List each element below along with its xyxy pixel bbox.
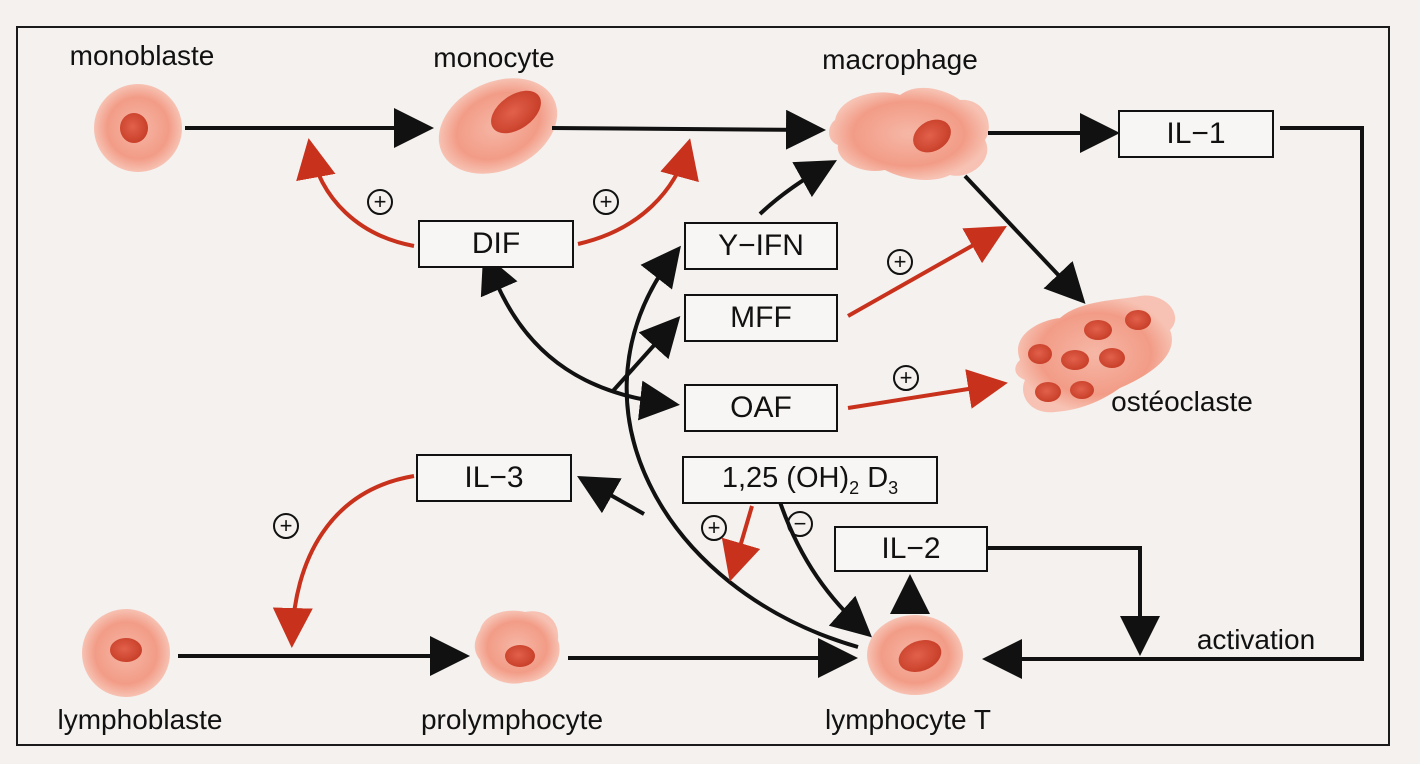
- box-il1: IL−1: [1118, 110, 1274, 158]
- label-lymphoblaste: lymphoblaste: [57, 704, 223, 735]
- label-activation: activation: [1196, 624, 1316, 655]
- label-monocyte: monocyte: [433, 42, 555, 73]
- red-arrow-dif-monocyte: [577, 138, 699, 246]
- arrow-il1-activation: [982, 126, 1364, 679]
- macrophage-cell: [829, 87, 989, 180]
- dif-label: DIF: [471, 227, 521, 260]
- gamma-ifn-label: Y−IFN: [718, 229, 804, 262]
- mff-label: MFF: [730, 301, 792, 334]
- oaf-label: OAF: [730, 391, 792, 424]
- box-mff: MFF: [684, 294, 838, 342]
- il1-label: IL−1: [1166, 117, 1226, 150]
- red-arrow-il3-lymphoblaste: [272, 474, 415, 648]
- plus-symbol-oaf: +: [893, 365, 919, 391]
- arrow-macrophage-osteoclaste: [963, 174, 1086, 304]
- plus-symbol-vitamin-d: +: [701, 515, 727, 541]
- il3-label: IL−3: [464, 461, 524, 494]
- prolymphocyte-cell: [474, 610, 560, 684]
- plus-symbol-mff: +: [887, 249, 913, 275]
- label-osteoclaste: ostéoclaste: [1111, 386, 1253, 417]
- il2-label: IL−2: [881, 532, 941, 565]
- label-monoblaste: monoblaste: [69, 40, 215, 71]
- box-vitamin-d: 1,25 (OH)2 D3: [682, 456, 938, 504]
- lymphoblaste-cell: [82, 609, 170, 697]
- minus-symbol-vitamin-d: −: [787, 511, 813, 537]
- red-arrow-vitd-down: [721, 505, 761, 582]
- vitamin-d-label: 1,25 (OH)2 D3: [721, 461, 899, 498]
- arrow-il2-activation: [988, 546, 1160, 656]
- monocyte-cell: [438, 78, 558, 174]
- arrow-branch-mff: [610, 316, 681, 394]
- diagram-frame: [16, 26, 1390, 746]
- osteoclaste-cell: [1015, 295, 1176, 413]
- arrow-dif-oaf: [480, 252, 680, 421]
- label-lymphocyte-t: lymphocyte T: [825, 704, 991, 735]
- label-prolymphocyte: prolymphocyte: [420, 704, 604, 735]
- box-il2: IL−2: [834, 526, 988, 572]
- red-arrow-mff-osteoclaste: [847, 226, 1007, 318]
- arrow-monocyte-macrophage: [551, 109, 826, 150]
- arrow-to-il3: [577, 476, 645, 516]
- plus-symbol-dif-monocyte: +: [593, 189, 619, 215]
- lymphocyte-t-cell: [867, 615, 963, 695]
- box-oaf: OAF: [684, 384, 838, 432]
- plus-symbol-il3: +: [273, 513, 299, 539]
- monoblaste-cell: [94, 84, 182, 172]
- box-il3: IL−3: [416, 454, 572, 502]
- box-dif: DIF: [418, 220, 574, 268]
- red-arrow-dif-monoblaste: [296, 138, 415, 248]
- plus-symbol-dif-monoblaste: +: [367, 189, 393, 215]
- red-arrow-oaf-osteoclaste: [847, 369, 1008, 410]
- box-gamma-ifn: Y−IFN: [684, 222, 838, 270]
- arrow-to-macrophage: [758, 160, 837, 216]
- label-macrophage: macrophage: [822, 44, 978, 75]
